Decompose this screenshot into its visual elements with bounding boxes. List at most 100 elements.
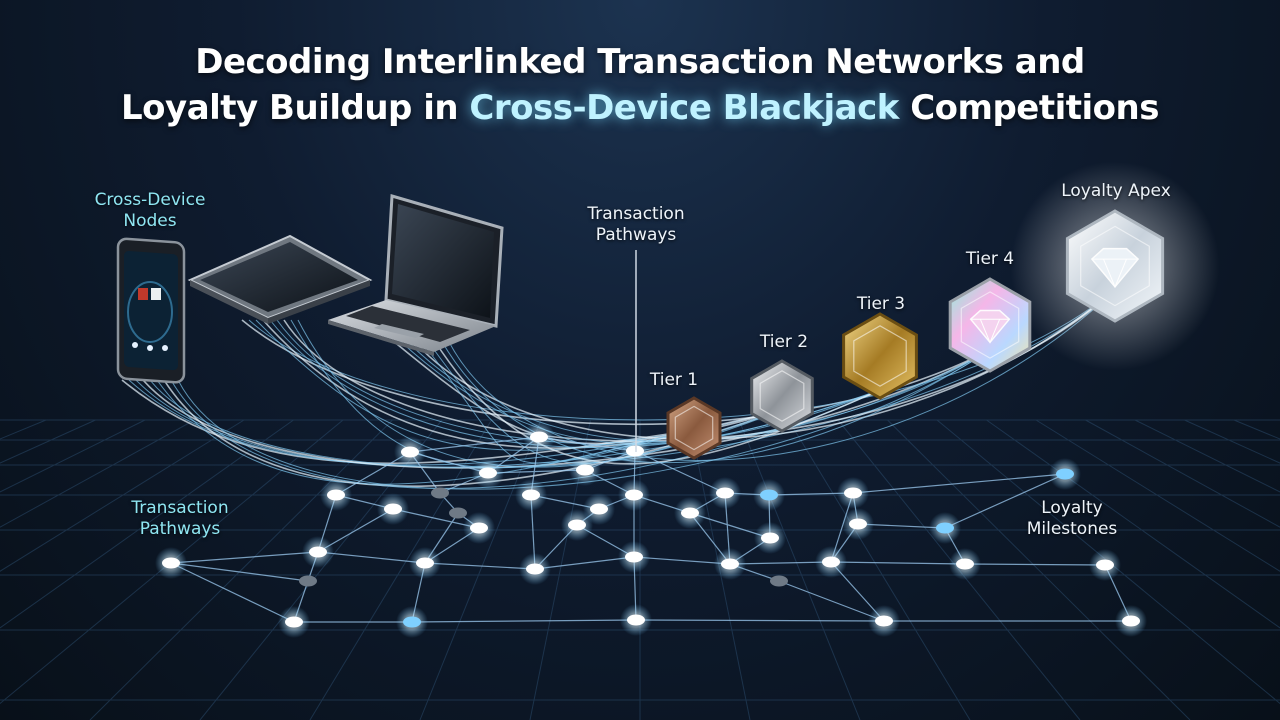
mesh-link [425, 563, 535, 569]
title-line-1: Decoding Interlinked Transaction Network… [0, 42, 1280, 82]
mesh-link [853, 474, 1065, 493]
network-node [302, 536, 334, 568]
network-node [868, 605, 900, 637]
network-node [842, 508, 874, 540]
tablet-icon [190, 236, 370, 324]
smartphone-icon [118, 238, 184, 383]
node-dot [761, 533, 779, 544]
mesh-link [171, 563, 308, 581]
mesh-link [965, 564, 1105, 565]
network-node [431, 488, 449, 499]
transaction-pathways-left-label: Transaction Pathways [100, 498, 260, 540]
network-node [515, 479, 547, 511]
loyalty-apex-label: Loyalty Apex [1036, 181, 1196, 202]
node-dot [530, 432, 548, 443]
network-node [754, 522, 786, 554]
network-node [618, 479, 650, 511]
node-dot [844, 488, 862, 499]
network-node [1049, 458, 1081, 490]
network-node [396, 606, 428, 638]
node-dot [470, 523, 488, 534]
node-dot [822, 557, 840, 568]
network-node [949, 548, 981, 580]
node-dot [875, 616, 893, 627]
network-node [929, 512, 961, 544]
network-node [278, 606, 310, 638]
network-node [619, 435, 651, 467]
network-node [472, 457, 504, 489]
node-dot [162, 558, 180, 569]
node-dot [627, 615, 645, 626]
network-node [753, 479, 785, 511]
network-node [409, 547, 441, 579]
title-highlight: Cross-Device Blackjack [469, 88, 898, 128]
node-dot [299, 576, 317, 587]
network-node [299, 576, 317, 587]
network-node [523, 421, 555, 453]
node-dot [721, 559, 739, 570]
network-node [1115, 605, 1147, 637]
node-dot [479, 468, 497, 479]
tier-3-label: Tier 3 [831, 294, 931, 315]
node-dot [590, 504, 608, 515]
title-line-2-end: Competitions [899, 88, 1159, 128]
node-dot [681, 508, 699, 519]
cross-device-nodes-label: Cross-Device Nodes [70, 190, 230, 232]
title-line-2-start: Loyalty Buildup in [121, 88, 469, 128]
mesh-link [636, 620, 884, 621]
mesh-link [410, 437, 539, 452]
network-node [618, 541, 650, 573]
network-node [709, 477, 741, 509]
network-node [320, 479, 352, 511]
node-dot [770, 576, 788, 587]
network-node [155, 547, 187, 579]
node-dot [327, 490, 345, 501]
node-dot [1096, 560, 1114, 571]
network-node [770, 576, 788, 587]
node-dot [625, 490, 643, 501]
network-node [377, 493, 409, 525]
node-dot [285, 617, 303, 628]
node-dot [309, 547, 327, 558]
node-dot [526, 564, 544, 575]
tier-1-label: Tier 1 [624, 370, 724, 391]
node-dot [956, 559, 974, 570]
node-dot [449, 508, 467, 519]
network-node [620, 604, 652, 636]
tier-4-label: Tier 4 [940, 249, 1040, 270]
network-node [463, 512, 495, 544]
network-node [519, 553, 551, 585]
node-dot [384, 504, 402, 515]
node-dot [760, 490, 778, 501]
node-dot [936, 523, 954, 534]
node-dot [1122, 616, 1140, 627]
node-dot [431, 488, 449, 499]
node-dot [626, 446, 644, 457]
loyalty-milestones-label: Loyalty Milestones [992, 498, 1152, 540]
tier-2-label: Tier 2 [734, 332, 834, 353]
pathway-flow [157, 380, 694, 484]
mesh-link [779, 581, 884, 621]
network-node [674, 497, 706, 529]
transaction-pathways-top-label: Transaction Pathways [556, 204, 716, 246]
title-line-2: Loyalty Buildup in Cross-Device Blackjac… [0, 88, 1280, 128]
node-dot [625, 552, 643, 563]
network-node [714, 548, 746, 580]
node-dot [403, 617, 421, 628]
network-node [449, 508, 467, 519]
node-dot [849, 519, 867, 530]
loyalty-tier-medals [668, 162, 1220, 459]
mesh-link [171, 563, 294, 622]
node-dot [1056, 469, 1074, 480]
mesh-link [412, 620, 636, 622]
node-dot [401, 447, 419, 458]
network-node [837, 477, 869, 509]
network-node [1089, 549, 1121, 581]
network-node [561, 509, 593, 541]
node-dot [716, 488, 734, 499]
node-dot [568, 520, 586, 531]
mesh-link [831, 562, 965, 564]
network-node [394, 436, 426, 468]
node-dot [576, 465, 594, 476]
tier-1-medal-icon [668, 398, 720, 458]
